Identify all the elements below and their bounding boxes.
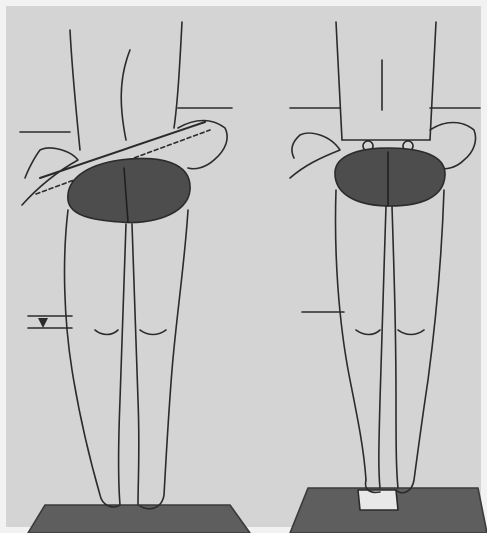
floor-plate-left bbox=[28, 505, 250, 533]
paper bbox=[6, 6, 481, 527]
gluteal-region-right bbox=[335, 148, 445, 206]
